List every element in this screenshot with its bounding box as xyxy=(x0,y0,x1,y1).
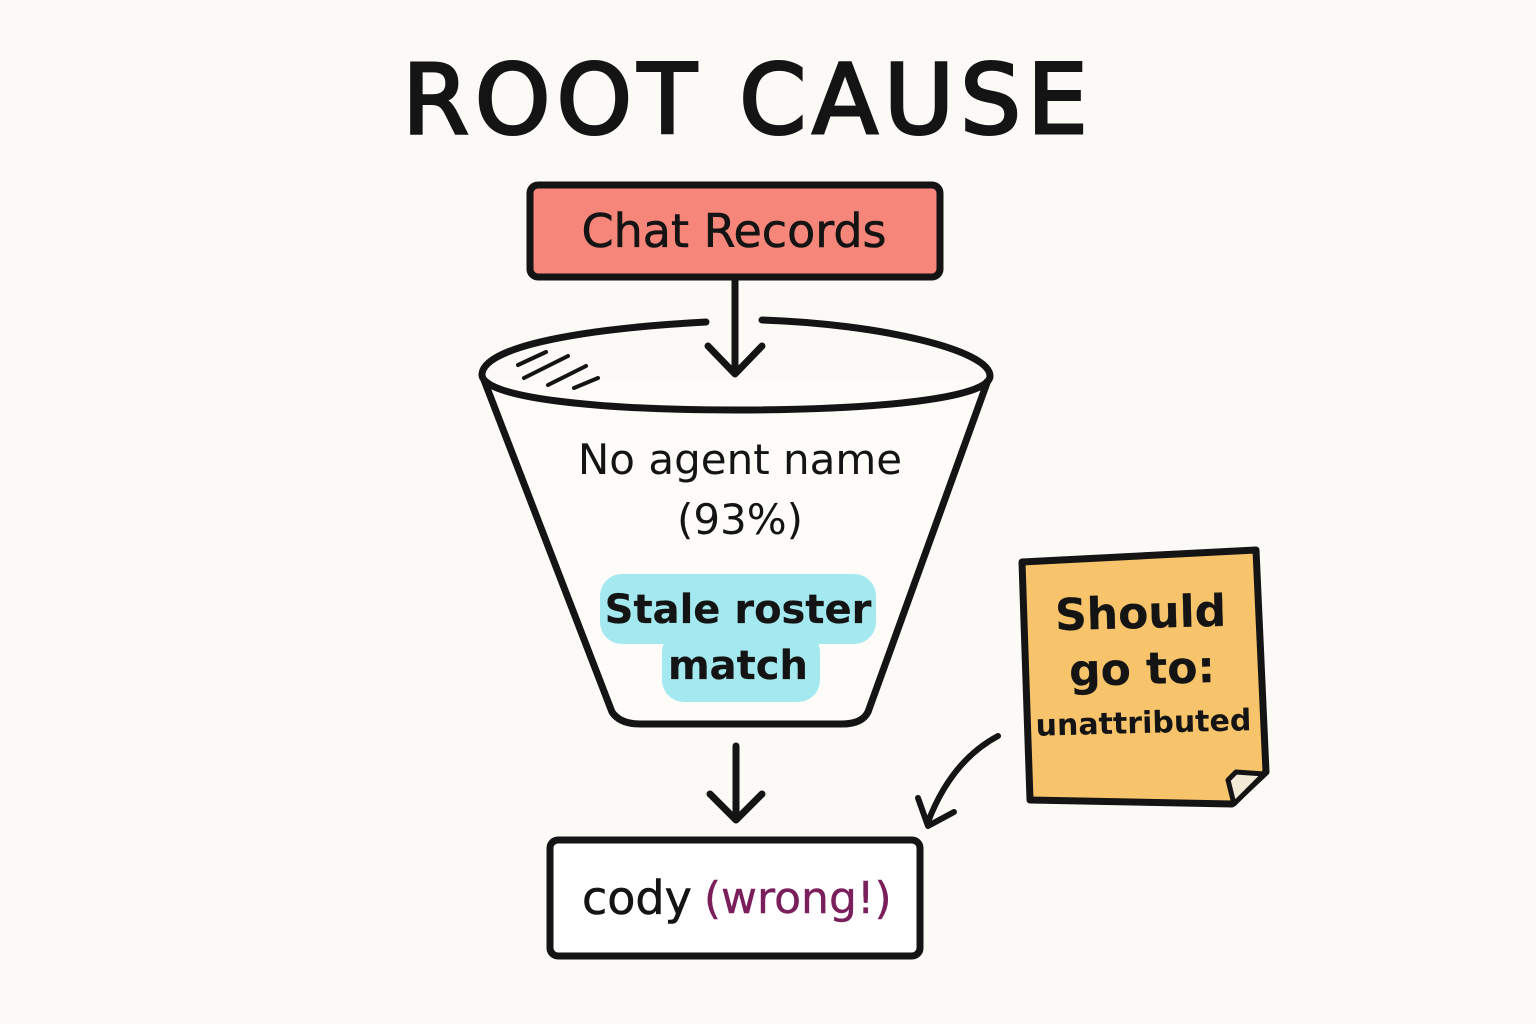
funnel-condition: No agent name (93%) xyxy=(520,430,960,550)
stale-roster-highlight-lower xyxy=(662,630,820,702)
stale-roster-line1: Stale roster xyxy=(604,587,872,633)
diagram-title: ROOT CAUSE xyxy=(401,43,1094,158)
curved-arrow-icon xyxy=(915,733,1001,829)
arrow-down-icon xyxy=(706,742,766,824)
stale-roster-line2: match xyxy=(668,643,808,689)
sticky-note xyxy=(1018,546,1270,808)
stale-roster-label: Stale roster match xyxy=(600,574,876,702)
source-box-label: Chat Records xyxy=(581,204,887,259)
funnel-condition-line1: No agent name xyxy=(577,435,903,484)
stale-roster-highlight xyxy=(600,574,876,644)
sticky-note-line2: go to: xyxy=(1068,642,1216,697)
result-box-label: cody (wrong!) xyxy=(548,840,920,956)
sticky-note-text: Should go to: unattributed xyxy=(1028,583,1256,749)
sticky-note-line1: Should xyxy=(1054,585,1227,642)
result-box xyxy=(546,836,924,960)
funnel-condition-line2: (93%) xyxy=(676,495,804,544)
sticky-note-line3: unattributed xyxy=(1035,703,1252,744)
arrow-down-icon xyxy=(704,276,766,378)
result-agent-name: cody xyxy=(582,871,692,926)
result-wrong-flag: (wrong!) xyxy=(703,872,892,924)
